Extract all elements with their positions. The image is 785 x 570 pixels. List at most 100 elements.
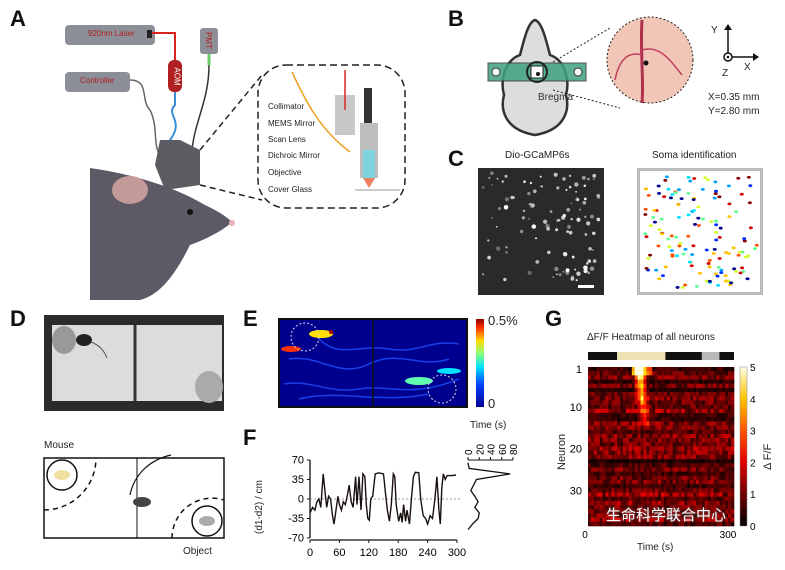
heatmap-cell: [602, 505, 606, 510]
heatmap-cell: [678, 475, 682, 481]
inset-frame: [257, 64, 406, 209]
heatmap-cell: [713, 459, 717, 464]
heatmap-cell: [678, 479, 682, 485]
heatmap-cell: [617, 479, 621, 485]
heatmap-cell: [590, 383, 595, 389]
inset-label-collimator: Collimator: [268, 102, 305, 111]
heatmap-cell: [725, 492, 729, 498]
heatmap-cell: [728, 475, 732, 481]
heatmap-cell: [623, 438, 627, 443]
heatmap-cell: [663, 484, 668, 489]
heatmap-cell: [704, 408, 709, 414]
heatmap-cell: [728, 442, 732, 447]
cell-spot: [528, 202, 532, 206]
f-ytick-label: 35: [292, 474, 304, 486]
heatmap-cell: [698, 513, 703, 518]
g-xlabel: Time (s): [637, 542, 674, 553]
heatmap-cell: [661, 375, 665, 380]
heatmap-cell: [728, 438, 732, 443]
heatmap-cell: [611, 371, 615, 376]
soma-roi: [663, 265, 668, 269]
heatmap-cell: [666, 513, 671, 518]
heatmap-cell: [672, 400, 676, 405]
soma-roi: [689, 264, 694, 268]
soma-roi: [643, 207, 648, 211]
cell-spot: [592, 259, 597, 263]
heatmap-cell: [669, 375, 673, 380]
heatmap-cell: [725, 500, 729, 506]
heatmap-cell: [713, 454, 717, 460]
heatmap-cell: [649, 375, 653, 380]
heatmap-cell: [701, 454, 706, 460]
heatmap-cell: [646, 492, 650, 498]
heatmap-cell: [637, 492, 641, 498]
heatmap-cell: [649, 500, 653, 506]
heatmap-cell: [698, 467, 703, 472]
heatmap-cell: [646, 425, 650, 431]
heatmap-cell: [623, 513, 627, 518]
cranial-window-ring: [526, 61, 548, 83]
trajectory-traces: [283, 338, 460, 400]
heatmap-cell: [687, 471, 691, 477]
heatmap-cell: [696, 379, 700, 385]
mouse-zone: [46, 459, 78, 491]
heatmap-cell: [605, 475, 609, 481]
heatmap-cell: [628, 454, 633, 460]
heatmap-cell: [687, 392, 691, 397]
heatmap-cell: [701, 496, 706, 502]
heatmap-cell: [701, 521, 706, 527]
soma-roi: [717, 195, 722, 199]
heatmap-cell: [687, 517, 691, 523]
heatmap-cell: [707, 513, 711, 518]
heatmap-cell: [588, 392, 592, 397]
heatmap-cell: [684, 400, 688, 405]
cell-spot: [575, 190, 578, 193]
heatmap-cell: [608, 396, 612, 401]
heatmap-cell: [666, 413, 671, 418]
soma-roi: [734, 270, 739, 273]
heatmap-cell: [725, 521, 729, 527]
heatmap-cell: [681, 467, 685, 472]
soma-roi: [656, 184, 661, 188]
heatmap-cell: [713, 467, 717, 472]
heatmap-cell: [628, 396, 633, 401]
cell-spot: [554, 266, 559, 272]
soma-roi: [706, 262, 711, 265]
heatmap-cell: [605, 367, 609, 372]
heatmap-cell: [696, 479, 700, 485]
heatmap-cell: [599, 500, 603, 506]
heatmap-cell: [713, 425, 717, 431]
heatmap-cell: [658, 450, 662, 456]
heatmap-cell: [599, 492, 603, 498]
heatmap-cell: [684, 367, 688, 372]
heatmap-cell: [588, 433, 592, 439]
heatmap-cell: [655, 417, 659, 422]
heatmap-cell: [690, 484, 694, 489]
inset-label-scan-lens: Scan Lens: [268, 135, 306, 144]
heatmap-cell: [617, 392, 621, 397]
heatmap-cell: [652, 467, 656, 472]
test-mouse: [76, 334, 92, 346]
heatmap-cell: [631, 500, 636, 506]
heatmap-cell: [693, 450, 697, 456]
soma-roi: [652, 208, 657, 212]
heatmap-cell: [696, 421, 700, 426]
soma-roi: [754, 243, 759, 247]
heatmap-cell: [725, 413, 729, 418]
heatmap-cell: [602, 471, 606, 477]
cell-spot: [505, 197, 510, 202]
heatmap-cell: [608, 459, 612, 464]
heatmap-cell: [614, 484, 618, 489]
heatmap-cell: [731, 413, 735, 418]
heatmap-cell: [661, 367, 665, 372]
heatmap-cell: [704, 513, 709, 518]
heatmap-cell: [655, 450, 659, 456]
heatmap-cell: [625, 404, 630, 410]
heatmap-cell: [725, 467, 729, 472]
heatmap-cell: [620, 454, 624, 460]
heatmap-cell: [710, 509, 714, 514]
heatmap-cell: [681, 500, 685, 506]
heatmap-cell: [684, 404, 688, 410]
heatmap-cell: [611, 400, 615, 405]
pmt-fiber: [191, 64, 210, 151]
